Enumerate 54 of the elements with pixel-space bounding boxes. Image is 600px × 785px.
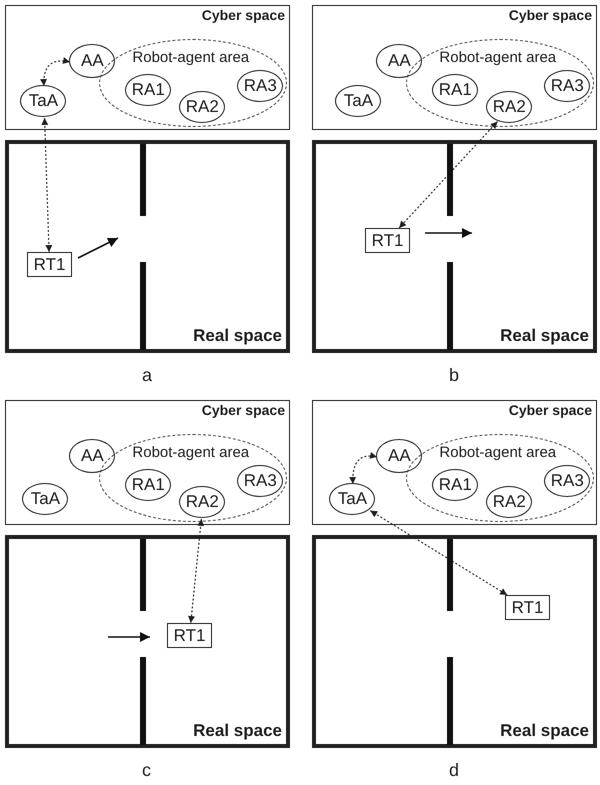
double-arrow: [398, 121, 498, 228]
agent-ellipse: RA3: [544, 70, 590, 102]
double-arrow: [370, 510, 508, 596]
panel-title: Real space: [500, 721, 589, 741]
robot-box: RT1: [167, 623, 212, 648]
double-arrow: [349, 452, 378, 484]
robot-box: RT1: [365, 228, 410, 253]
agent-ellipse: TaA: [22, 483, 68, 516]
agent-ellipse: AA: [376, 439, 422, 474]
room-plan: [312, 535, 597, 748]
agent-ellipse: RA2: [486, 486, 532, 518]
cyber-space-panel: [312, 5, 597, 130]
agent-ellipse: RA1: [432, 469, 478, 502]
agent-ellipse: TaA: [329, 483, 376, 516]
agent-ellipse: RA2: [179, 486, 226, 518]
panel-letter: a: [142, 365, 152, 386]
agent-ellipse: RA1: [125, 469, 172, 502]
panel-letter: c: [142, 760, 151, 781]
panel-title: Cyber space: [508, 7, 592, 23]
cyber-space-panel: [5, 400, 290, 525]
agent-ellipse: AA: [69, 439, 116, 474]
cyber-space-panel: [5, 5, 290, 130]
agent-ellipse: AA: [69, 44, 116, 78]
panel-title: Real space: [193, 326, 282, 346]
agent-ellipse: AA: [376, 44, 422, 78]
agent-ellipse: RA3: [544, 465, 590, 498]
agent-ellipse: TaA: [20, 85, 66, 118]
agent-ellipse: RA2: [486, 91, 532, 124]
robot-box: RT1: [27, 252, 72, 277]
robot-box: RT1: [505, 595, 550, 620]
agent-ellipse: RA3: [237, 465, 284, 498]
room-plan: [5, 140, 290, 353]
cyber-space-panel: [312, 400, 597, 525]
panel-title: Cyber space: [202, 7, 285, 23]
panel-letter: b: [449, 365, 460, 386]
panel-title: Cyber space: [508, 402, 592, 418]
double-arrow: [188, 518, 204, 624]
agent-ellipse: RA3: [237, 70, 284, 102]
double-arrow: [41, 118, 52, 252]
panel-title: Cyber space: [202, 402, 285, 418]
panel-title: Real space: [500, 326, 589, 346]
panel-letter: d: [449, 760, 460, 781]
agent-ellipse: RA1: [125, 74, 172, 106]
area-label: Robot-agent area: [439, 444, 556, 462]
agent-ellipse: RA1: [432, 74, 478, 106]
area-label: Robot-agent area: [132, 444, 250, 462]
agent-ellipse: RA2: [179, 91, 226, 124]
agent-ellipse: TaA: [335, 85, 382, 118]
area-label: Robot-agent area: [132, 49, 250, 66]
room-plan: [312, 140, 597, 353]
area-label: Robot-agent area: [439, 49, 556, 66]
double-arrow: [40, 57, 70, 86]
panel-title: Real space: [193, 721, 282, 741]
room-plan: [5, 535, 290, 748]
